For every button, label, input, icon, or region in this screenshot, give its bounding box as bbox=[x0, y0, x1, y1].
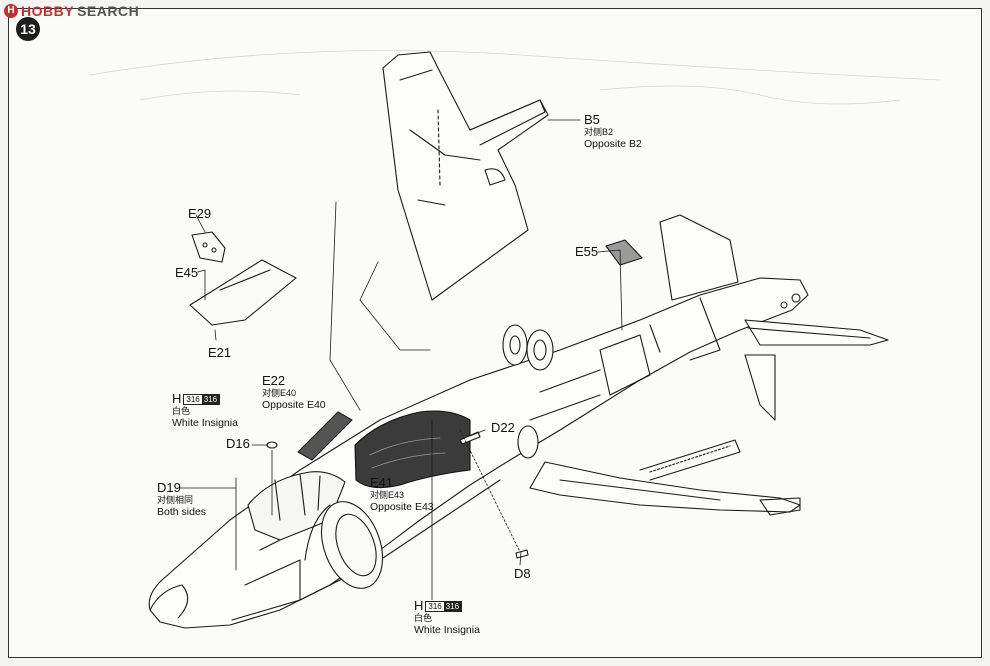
label-b5-en: Opposite B2 bbox=[584, 138, 642, 150]
label-e41-cjk: 对侧E43 bbox=[370, 490, 405, 500]
label-e22: E22 对侧E40 Opposite E40 bbox=[262, 374, 326, 411]
label-d19-en: Both sides bbox=[157, 506, 207, 518]
vertical-fin bbox=[659, 214, 739, 301]
label-e45: E45 bbox=[175, 266, 198, 280]
background-sketch bbox=[89, 50, 941, 105]
paint-code-dark: 316 bbox=[201, 395, 220, 405]
engine-bay bbox=[354, 410, 539, 489]
leader-lines bbox=[179, 119, 623, 601]
intake bbox=[304, 501, 384, 589]
hobbysearch-logo-icon: H bbox=[4, 4, 18, 18]
label-e22-cjk: 对侧E40 bbox=[262, 388, 297, 398]
ventral-fin bbox=[744, 354, 776, 421]
watermark-brand-1: HOBBY bbox=[21, 3, 75, 19]
watermark: H HOBBY SEARCH bbox=[4, 3, 139, 19]
label-h-top-en: White Insignia bbox=[172, 417, 238, 429]
label-h-top-cjk: 白色 bbox=[172, 406, 191, 416]
label-e41: E41 对侧E43 Opposite E43 bbox=[370, 476, 434, 513]
landing-gear bbox=[502, 324, 554, 371]
label-e21: E21 bbox=[208, 346, 231, 360]
label-d19: D19 对侧相同 Both sides bbox=[157, 481, 206, 518]
label-d19-cjk: 对侧相同 bbox=[157, 495, 194, 505]
paint-code-dark: 316 bbox=[443, 602, 462, 612]
part-e22 bbox=[297, 411, 353, 461]
label-e29: E29 bbox=[188, 207, 211, 221]
label-e45-part: E45 bbox=[175, 265, 199, 280]
label-e22-en: Opposite E40 bbox=[262, 399, 326, 411]
label-d22-part: D22 bbox=[491, 420, 515, 435]
label-b5: B5 对侧B2 Opposite B2 bbox=[584, 113, 642, 150]
label-e21-part: E21 bbox=[208, 345, 232, 360]
upper-wing bbox=[382, 51, 549, 301]
label-e22-part: E22 bbox=[262, 373, 286, 388]
paint-code: 316 bbox=[186, 395, 200, 405]
label-e29-part: E29 bbox=[188, 206, 212, 221]
part-e55 bbox=[605, 239, 643, 266]
label-e55: E55 bbox=[575, 245, 598, 259]
label-d16: D16 bbox=[226, 437, 250, 451]
label-b5-cjk: 对侧B2 bbox=[584, 127, 614, 137]
label-d8-part: D8 bbox=[514, 566, 531, 581]
part-d16 bbox=[266, 441, 278, 449]
label-d8: D8 bbox=[514, 567, 531, 581]
label-e41-en: Opposite E43 bbox=[370, 501, 434, 513]
part-d8 bbox=[515, 549, 529, 559]
label-h-bottom-cjk: 白色 bbox=[414, 613, 433, 623]
label-d22: D22 bbox=[491, 421, 515, 435]
paint-code: 316 bbox=[428, 602, 442, 612]
label-e41-part: E41 bbox=[370, 475, 394, 490]
tailplane bbox=[744, 319, 889, 346]
label-h-bottom-part: H bbox=[414, 598, 424, 613]
step-number-badge: 13 bbox=[16, 17, 40, 41]
part-e29 bbox=[191, 231, 226, 263]
label-h-top-part: H bbox=[172, 391, 182, 406]
label-b5-part: B5 bbox=[584, 112, 600, 127]
watermark-brand-2: SEARCH bbox=[77, 3, 140, 19]
label-d19-part: D19 bbox=[157, 480, 181, 495]
label-h-bottom-en: White Insignia bbox=[414, 624, 480, 636]
part-e21 bbox=[189, 259, 297, 326]
label-d16-part: D16 bbox=[226, 436, 250, 451]
label-e55-part: E55 bbox=[575, 244, 599, 259]
wing-lower bbox=[529, 439, 801, 516]
